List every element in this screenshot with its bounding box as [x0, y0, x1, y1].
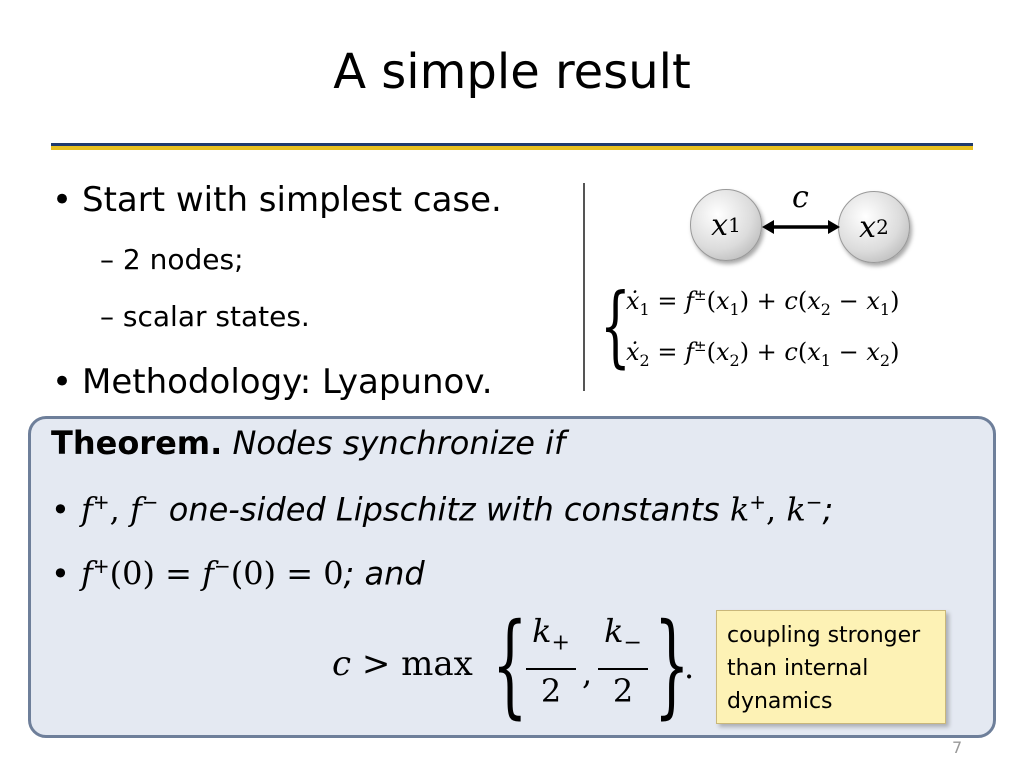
sub-bullet-states: – scalar states. — [100, 300, 310, 333]
column-divider — [583, 183, 585, 391]
bullet-methodology-text: Methodology: Lyapunov. — [82, 362, 493, 402]
theorem-label: Theorem. — [51, 424, 223, 462]
condition-1-text: one-sided Lipschitz with constants — [168, 490, 720, 529]
equation-2: ẋ2 = f±(x2) + c(x1 − x2) — [626, 337, 900, 370]
bullet-start: •Start with simplest case. — [52, 180, 502, 220]
slide-title: A simple result — [333, 44, 691, 100]
sub-bullet-nodes: – 2 nodes; — [100, 243, 244, 276]
equation-1: ẋ1 = f±(x1) + c(x2 − x1) — [626, 286, 900, 319]
theorem-statement: Nodes synchronize if — [232, 424, 566, 462]
theorem-condition-2: •f+(0) = f−(0) = 0; and — [51, 554, 425, 593]
page-number: 7 — [952, 738, 963, 757]
theorem-heading: Theorem. Nodes synchronize if — [51, 424, 565, 462]
node-x1-subscript: 1 — [728, 213, 741, 237]
node-x2-subscript: 2 — [876, 215, 889, 239]
callout-note: coupling stronger than internal dynamics — [716, 610, 946, 724]
bullet-start-text: Start with simplest case. — [82, 180, 502, 220]
node-x1-label: x — [711, 207, 729, 243]
bullet-methodology: •Methodology: Lyapunov. — [52, 362, 493, 402]
sub-bullet-states-text: scalar states. — [122, 300, 310, 333]
condition-2-text: ; and — [343, 554, 425, 593]
theorem-condition-1: •f+, f− one-sided Lipschitz with constan… — [51, 490, 834, 529]
title-rule-gold — [51, 146, 973, 150]
sub-bullet-nodes-text: 2 nodes; — [122, 243, 244, 276]
coupling-label: c — [792, 180, 809, 215]
coupling-inequality: c > max { k+ 2 , k− 2 } . — [332, 600, 695, 730]
title-rule-blue — [51, 143, 973, 146]
node-x2-label: x — [859, 209, 877, 245]
coupling-arrow — [762, 220, 840, 234]
equation-brace: { — [600, 274, 631, 377]
